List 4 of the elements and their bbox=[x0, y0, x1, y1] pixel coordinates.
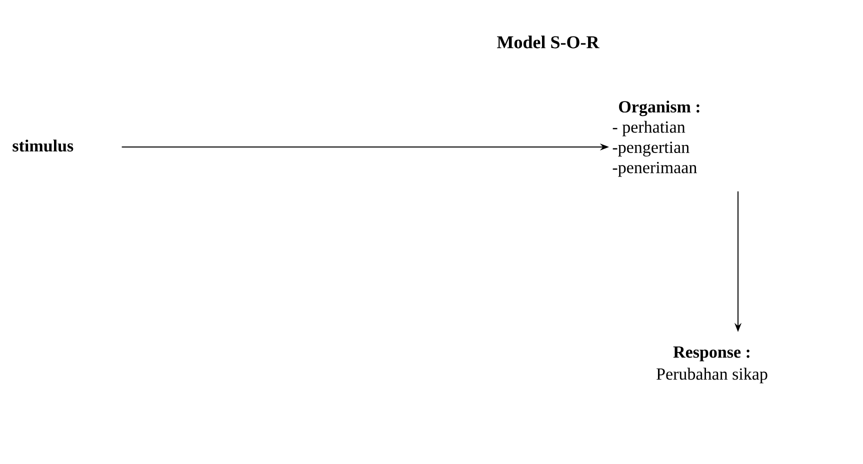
title: Model S-O-R bbox=[497, 36, 600, 48]
stimulus-label: stimulus bbox=[12, 140, 74, 152]
organism-text: Organism : - perhatian -pengertian -penerimaan bbox=[612, 100, 700, 177]
response-text: Response : Perubahan sikap bbox=[656, 346, 768, 384]
